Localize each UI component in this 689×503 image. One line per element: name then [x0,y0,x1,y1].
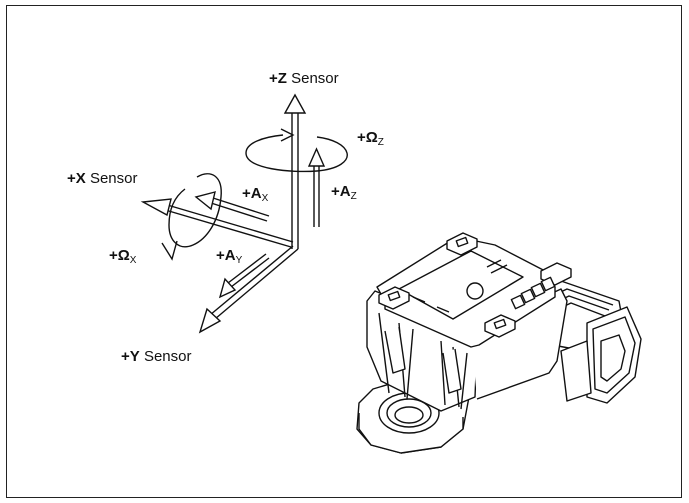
a-z-label: +AZ [331,183,357,202]
omega-z-label: +ΩZ [357,129,384,148]
y-sensor-label: +Y Sensor [121,348,191,365]
coordinate-axes [140,93,348,334]
z-sensor-label: +Z Sensor [269,70,339,87]
yaw-rate-sensor-device-icon [356,232,642,454]
omega-x-label: +ΩX [109,247,137,266]
sensor-axes-diagram: +Z Sensor +X Sensor +Y Sensor +ΩZ +AX +A… [67,70,642,454]
a-y-label: +AY [216,247,243,266]
x-sensor-label: +X Sensor [67,170,137,187]
x-axis-arrow [140,198,294,248]
a-z-arrow [307,147,326,227]
a-y-arrow [218,253,270,299]
omega-z-rotation-arrow [245,128,348,173]
contact-pads [510,276,556,310]
housing-body [366,288,568,412]
y-axis-arrow [198,245,299,334]
omega-x-rotation-arrow [161,173,222,261]
a-x-label: +AX [242,185,269,204]
figure-frame: +Z Sensor +X Sensor +Y Sensor +ΩZ +AX +A… [6,5,682,498]
